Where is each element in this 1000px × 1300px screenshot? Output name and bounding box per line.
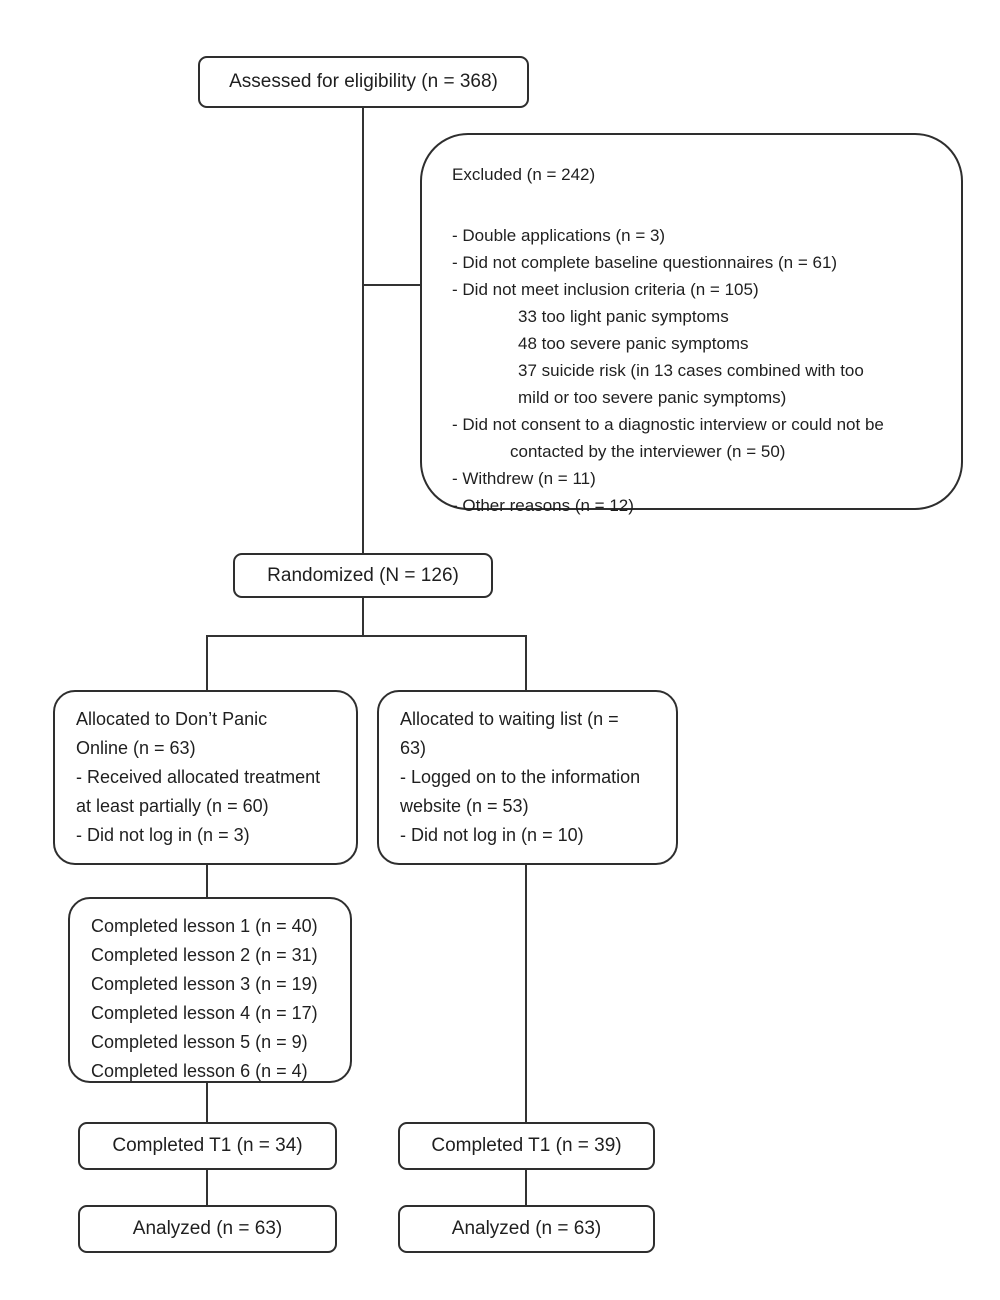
completed-lesson-line: Completed lesson 5 (n = 9): [91, 1032, 308, 1052]
excluded-subitem: contacted by the interviewer (n = 50): [510, 442, 786, 461]
completed-lesson-line: Completed lesson 1 (n = 40): [91, 916, 318, 936]
completed-t1-waitlist-box: Completed T1 (n = 39): [398, 1122, 655, 1170]
excluded-item: - Double applications (n = 3): [452, 226, 666, 245]
connector-randomized-split: [362, 597, 364, 637]
allocated-intervention-line: Allocated to Don’t Panic: [76, 709, 268, 729]
connector-split-left: [206, 635, 208, 690]
allocated-intervention-line: at least partially (n = 60): [76, 796, 269, 816]
assessed-eligibility-box: Assessed for eligibility (n = 368): [198, 56, 529, 108]
excluded-subitem: 37 suicide risk (in 13 cases combined wi…: [518, 361, 864, 380]
completed-t1-intervention-box: Completed T1 (n = 34): [78, 1122, 337, 1170]
connector-allocleft-lessons: [206, 864, 208, 898]
excluded-subitem: 48 too severe panic symptoms: [518, 334, 749, 353]
allocated-waitlist-line: 63): [400, 738, 427, 758]
completed-lesson-line: Completed lesson 3 (n = 19): [91, 974, 318, 994]
analyzed-waitlist-label: Analyzed (n = 63): [451, 1218, 602, 1239]
analyzed-waitlist-box: Analyzed (n = 63): [398, 1205, 655, 1253]
connector-lessons-t1left: [206, 1082, 208, 1123]
excluded-box: Excluded (n = 242) - Double applications…: [420, 133, 963, 515]
assessed-eligibility-label: Assessed for eligibility (n = 368): [229, 71, 498, 92]
completed-lesson-line: Completed lesson 4 (n = 17): [91, 1003, 318, 1023]
connector-assessed-randomized: [362, 108, 364, 554]
allocated-intervention-line: - Did not log in (n = 3): [76, 825, 250, 845]
analyzed-intervention-label: Analyzed (n = 63): [132, 1218, 283, 1239]
analyzed-intervention-box: Analyzed (n = 63): [78, 1205, 337, 1253]
allocated-waitlist-line: - Did not log in (n = 10): [400, 825, 584, 845]
allocated-waitlist-box: Allocated to waiting list (n = 63) - Log…: [377, 690, 678, 865]
randomized-label: Randomized (N = 126): [267, 564, 459, 586]
allocated-waitlist-line: - Logged on to the information: [400, 767, 641, 787]
randomized-box: Randomized (N = 126): [233, 553, 493, 598]
completed-lesson-line: Completed lesson 2 (n = 31): [91, 945, 318, 965]
connector-split-right: [525, 635, 527, 690]
excluded-item: - Did not complete baseline questionnair…: [452, 253, 838, 272]
completed-lessons-box: Completed lesson 1 (n = 40) Completed le…: [68, 897, 352, 1083]
completed-t1-intervention-label: Completed T1 (n = 34): [112, 1135, 303, 1156]
excluded-item: - Withdrew (n = 11): [452, 469, 596, 488]
connector-allocright-t1right: [525, 864, 527, 1123]
completed-t1-waitlist-label: Completed T1 (n = 39): [431, 1135, 622, 1156]
connector-t1left-analyzedleft: [206, 1169, 208, 1206]
excluded-item: - Did not meet inclusion criteria (n = 1…: [452, 280, 759, 299]
excluded-item: - Did not consent to a diagnostic interv…: [452, 415, 884, 434]
allocated-intervention-line: Online (n = 63): [76, 738, 196, 758]
connector-t1right-analyzedright: [525, 1169, 527, 1206]
allocated-intervention-line: - Received allocated treatment: [76, 767, 321, 787]
excluded-item: - Other reasons (n = 12): [452, 496, 634, 515]
allocated-waitlist-line: website (n = 53): [400, 796, 529, 816]
allocated-waitlist-line: Allocated to waiting list (n =: [400, 709, 619, 729]
allocated-intervention-box: Allocated to Don’t Panic Online (n = 63)…: [53, 690, 358, 865]
excluded-subitem: 33 too light panic symptoms: [518, 307, 729, 326]
connector-excluded-branch: [363, 284, 421, 286]
connector-split-horizontal: [206, 635, 527, 637]
excluded-title: Excluded (n = 242): [452, 165, 596, 184]
excluded-subitem: mild or too severe panic symptoms): [518, 388, 787, 407]
completed-lesson-line: Completed lesson 6 (n = 4): [91, 1061, 308, 1081]
